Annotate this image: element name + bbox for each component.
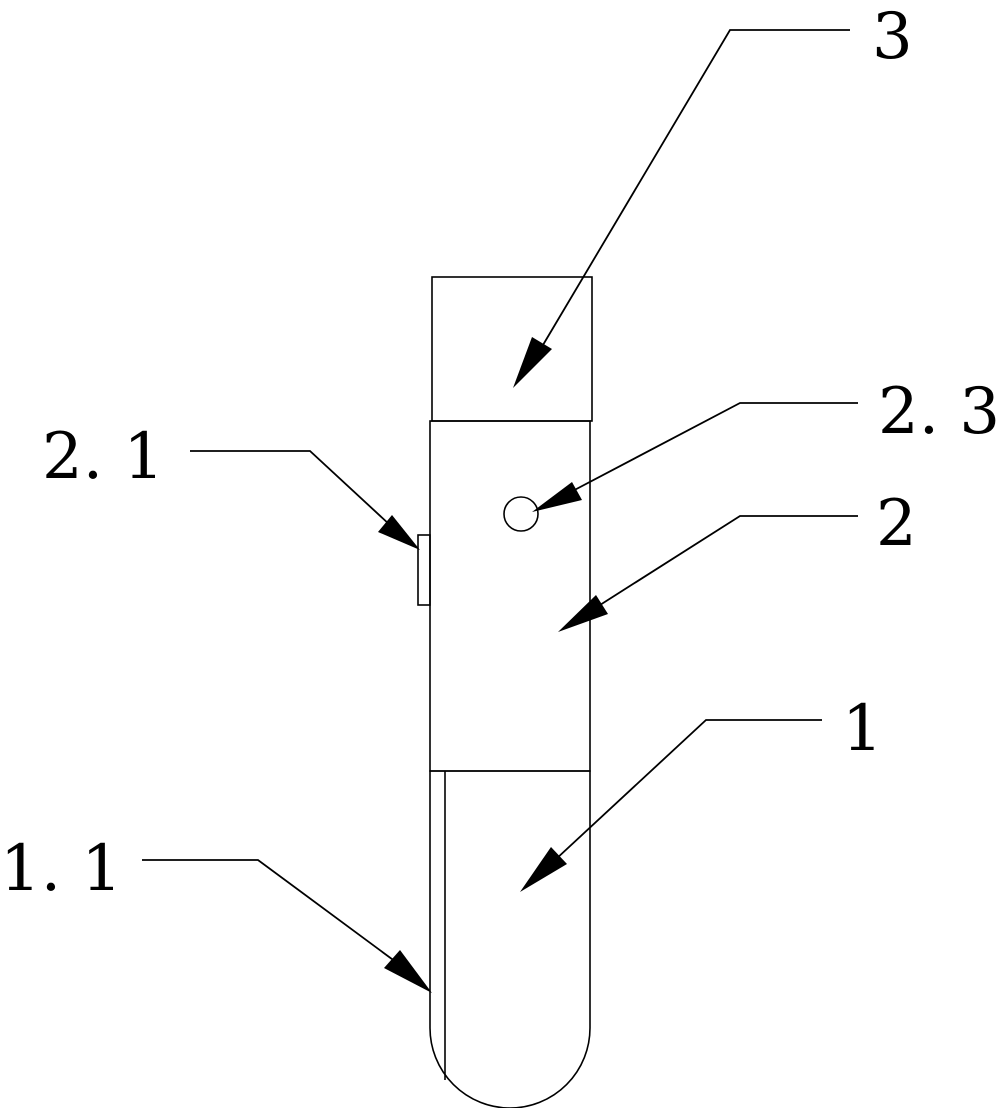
arrowhead-part-2-3 [532,482,582,512]
label-part-2-1: 2. 1 [42,420,164,494]
leader-line-part-1 [554,719,822,861]
arrowhead-part-3 [513,337,552,388]
leader-line-part-2-1 [190,450,391,526]
part-2-1-side-tab [417,534,431,606]
leader-line-part-1-1 [142,859,401,966]
label-part-2-3: 2. 3 [878,375,1000,449]
leader-line-part-2-3 [564,402,858,496]
label-part-1-1: 1. 1 [0,832,122,906]
part-2-3-circle [503,496,539,532]
arrowhead-part-1-1 [384,950,432,993]
arrowhead-part-1 [520,847,567,892]
part-1-lower-tube [429,770,591,1108]
leader-line-part-3 [539,29,850,351]
leader-line-part-2 [599,515,858,606]
label-part-2: 2 [876,487,917,561]
arrowhead-part-2 [558,595,608,632]
arrowhead-part-2-1 [378,515,420,550]
label-part-1: 1 [842,692,883,766]
part-2-middle-body [429,420,591,772]
label-part-3: 3 [872,0,913,74]
part-3-top-block [431,276,593,422]
